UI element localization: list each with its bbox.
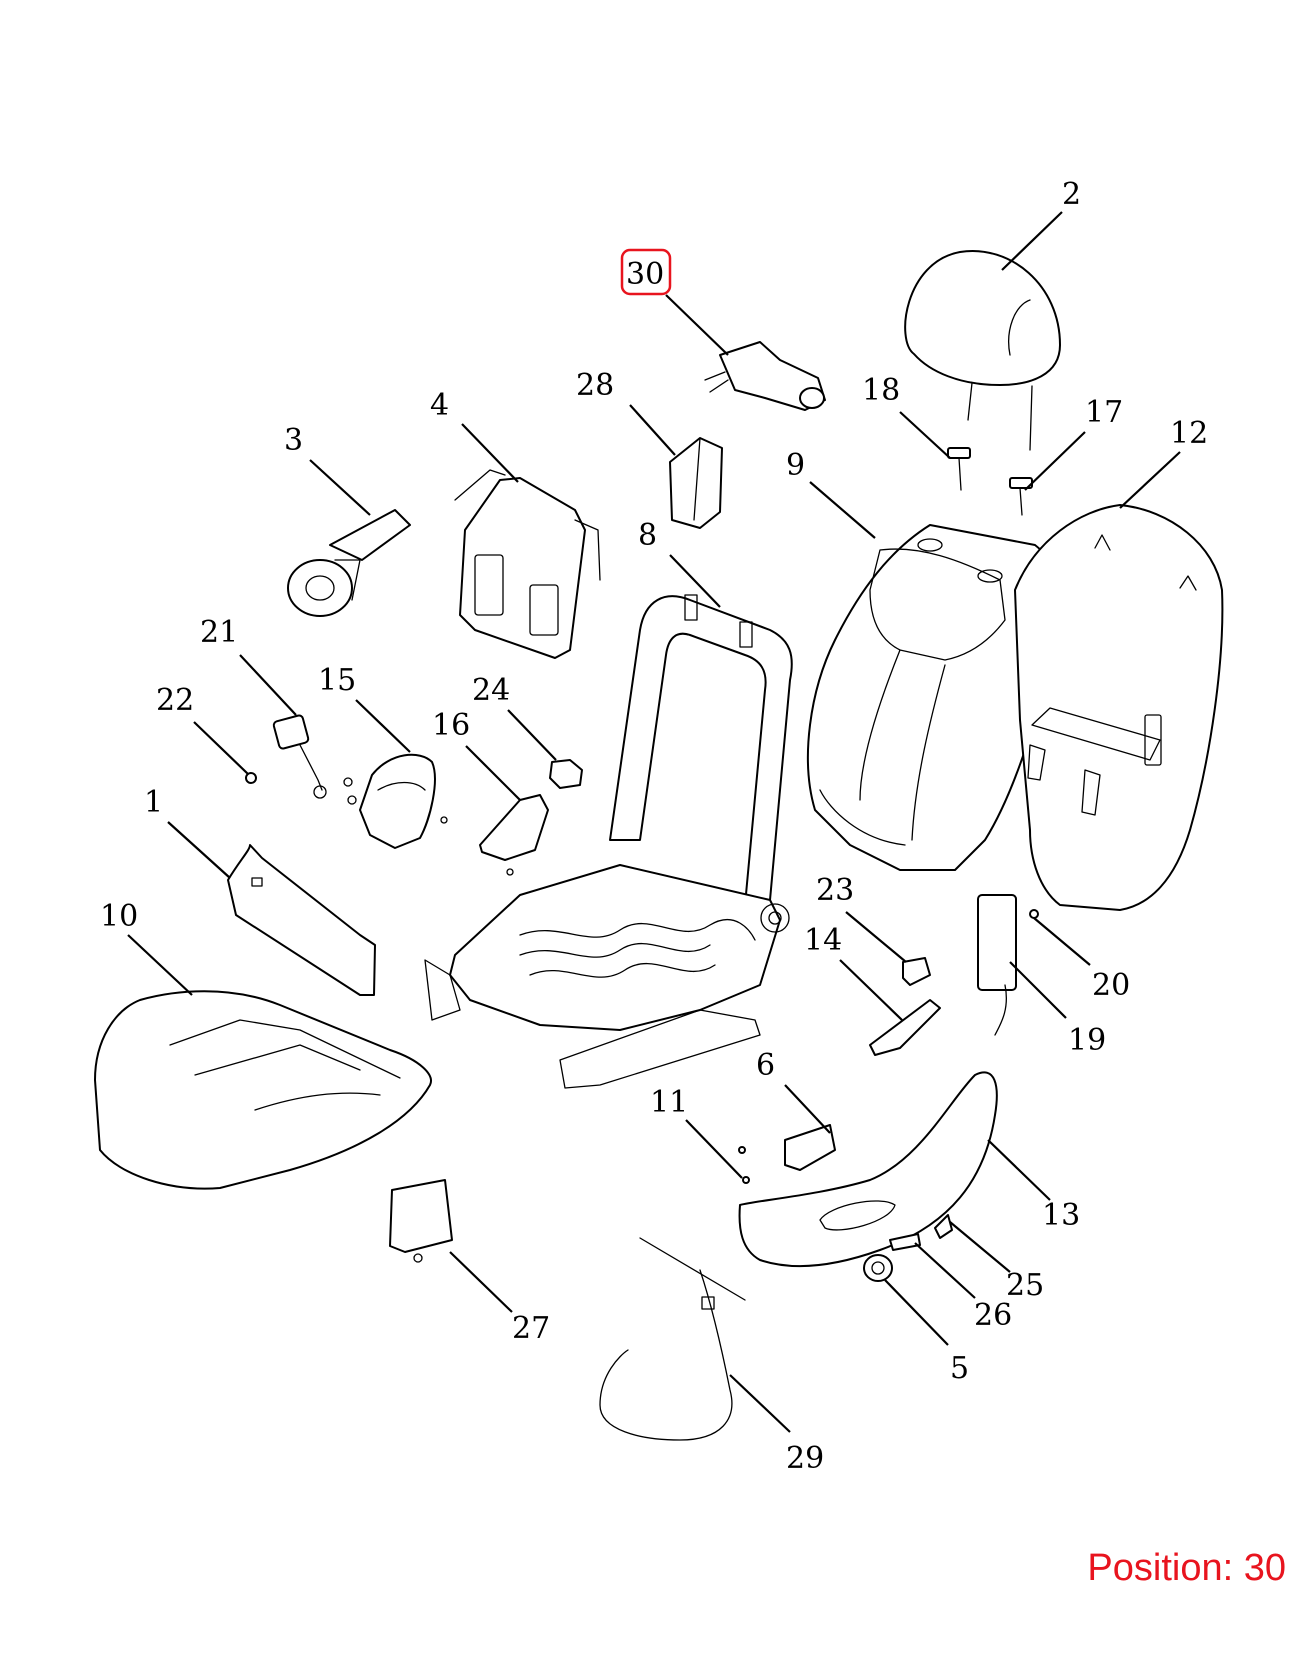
callout-29[interactable]: 29 <box>786 1441 824 1476</box>
callout-17[interactable]: 17 <box>1085 395 1123 430</box>
leader-line-13 <box>987 1139 1051 1201</box>
leader-line-22 <box>193 721 249 775</box>
callout-5[interactable]: 5 <box>950 1351 969 1386</box>
part-5-knob[interactable] <box>863 1254 893 1282</box>
leader-line-6 <box>784 1084 831 1134</box>
callout-24[interactable]: 24 <box>472 673 510 708</box>
leader-line-11 <box>685 1119 743 1179</box>
leader-line-9 <box>809 481 876 539</box>
leader-line-26 <box>914 1242 976 1299</box>
part-13-side-cover[interactable] <box>738 1071 998 1267</box>
callout-15[interactable]: 15 <box>318 663 356 698</box>
callout-27[interactable]: 27 <box>512 1311 550 1346</box>
callout-4[interactable]: 4 <box>430 388 449 423</box>
part-29-wire-harness[interactable] <box>599 1237 746 1441</box>
part-17-headrest-guide[interactable] <box>1009 477 1033 516</box>
callout-26[interactable]: 26 <box>974 1298 1012 1333</box>
callout-20[interactable]: 20 <box>1092 968 1130 1003</box>
leader-line-1 <box>167 821 231 879</box>
part-14-side-trim[interactable] <box>869 999 941 1056</box>
callout-1[interactable]: 1 <box>144 785 163 820</box>
callout-30[interactable]: 30 <box>626 257 664 292</box>
part-11-screws[interactable] <box>738 1146 750 1184</box>
leader-line-16 <box>465 745 521 801</box>
position-indicator: Position: 30 <box>1087 1547 1286 1589</box>
leader-line-14 <box>839 959 903 1021</box>
callout-10[interactable]: 10 <box>100 899 138 934</box>
leader-line-2 <box>1001 211 1063 271</box>
callout-16[interactable]: 16 <box>432 708 470 743</box>
leader-line-10 <box>127 934 193 996</box>
callout-21[interactable]: 21 <box>200 615 238 650</box>
part-27-module[interactable] <box>389 1179 453 1263</box>
leader-line-21 <box>239 654 297 716</box>
part-15-trim-cover[interactable] <box>343 753 448 849</box>
part-16-side-shield[interactable] <box>479 794 549 876</box>
part-25-cover[interactable] <box>934 1214 953 1239</box>
part-9-backrest-cushion[interactable] <box>807 524 1057 871</box>
callout-9[interactable]: 9 <box>786 448 805 483</box>
leader-line-24 <box>507 709 557 761</box>
leader-line-8 <box>669 554 721 608</box>
leader-lines <box>127 211 1181 1433</box>
part-20-bolt[interactable] <box>1029 909 1039 919</box>
part-1-front-trim[interactable] <box>227 844 376 996</box>
callout-8[interactable]: 8 <box>638 518 657 553</box>
part-22-screw[interactable] <box>245 772 257 784</box>
callout-2[interactable]: 2 <box>1062 177 1081 212</box>
callout-6[interactable]: 6 <box>756 1048 775 1083</box>
leader-line-28 <box>629 404 676 456</box>
leader-line-20 <box>1033 917 1091 966</box>
part-21-belt-buckle[interactable] <box>272 714 327 799</box>
part-30-motor[interactable] <box>704 341 826 411</box>
callout-13[interactable]: 13 <box>1042 1198 1080 1233</box>
part-19-side-airbag[interactable] <box>977 894 1017 1036</box>
part-24-clip[interactable] <box>549 759 583 789</box>
callout-25[interactable]: 25 <box>1006 1268 1044 1303</box>
part-3-motor[interactable] <box>287 509 411 617</box>
leader-line-23 <box>845 911 907 963</box>
leader-line-19 <box>1009 961 1067 1019</box>
part-10-seat-cushion[interactable] <box>94 990 432 1190</box>
callout-28[interactable]: 28 <box>576 368 614 403</box>
leader-line-3 <box>309 459 371 516</box>
part-8-backrest-frame[interactable] <box>609 594 793 911</box>
callout-labels: 2 30 28 18 17 12 4 9 3 8 21 15 24 16 22 … <box>100 177 1208 1476</box>
leader-line-18 <box>899 411 951 459</box>
callout-12[interactable]: 12 <box>1170 416 1208 451</box>
part-12-back-panel[interactable] <box>1014 504 1224 911</box>
callout-3[interactable]: 3 <box>284 423 303 458</box>
leader-line-17 <box>1024 431 1086 491</box>
leader-line-29 <box>729 1374 791 1433</box>
part-28-control-module[interactable] <box>669 437 723 529</box>
part-23-clip[interactable] <box>902 957 931 986</box>
callout-11[interactable]: 11 <box>650 1085 688 1120</box>
leader-line-12 <box>1119 451 1181 509</box>
leader-line-30 <box>665 294 729 356</box>
callout-23[interactable]: 23 <box>816 873 854 908</box>
part-4-lumbar-mechanism[interactable] <box>454 469 601 659</box>
leader-line-5 <box>884 1279 949 1346</box>
part-26-cover[interactable] <box>889 1233 921 1251</box>
leader-line-15 <box>355 699 411 753</box>
leader-line-27 <box>449 1251 513 1313</box>
callout-19[interactable]: 19 <box>1068 1023 1106 1058</box>
seat-frame-base[interactable] <box>424 864 790 1089</box>
callout-14[interactable]: 14 <box>804 923 842 958</box>
part-18-headrest-guide[interactable] <box>947 447 971 491</box>
selected-callout-highlight <box>620 248 672 296</box>
callout-18[interactable]: 18 <box>862 373 900 408</box>
callout-22[interactable]: 22 <box>156 683 194 718</box>
leader-line-4 <box>461 423 519 483</box>
part-2-headrest[interactable] <box>904 250 1061 451</box>
part-6-switch[interactable] <box>784 1124 836 1171</box>
leader-line-25 <box>949 1221 1011 1273</box>
